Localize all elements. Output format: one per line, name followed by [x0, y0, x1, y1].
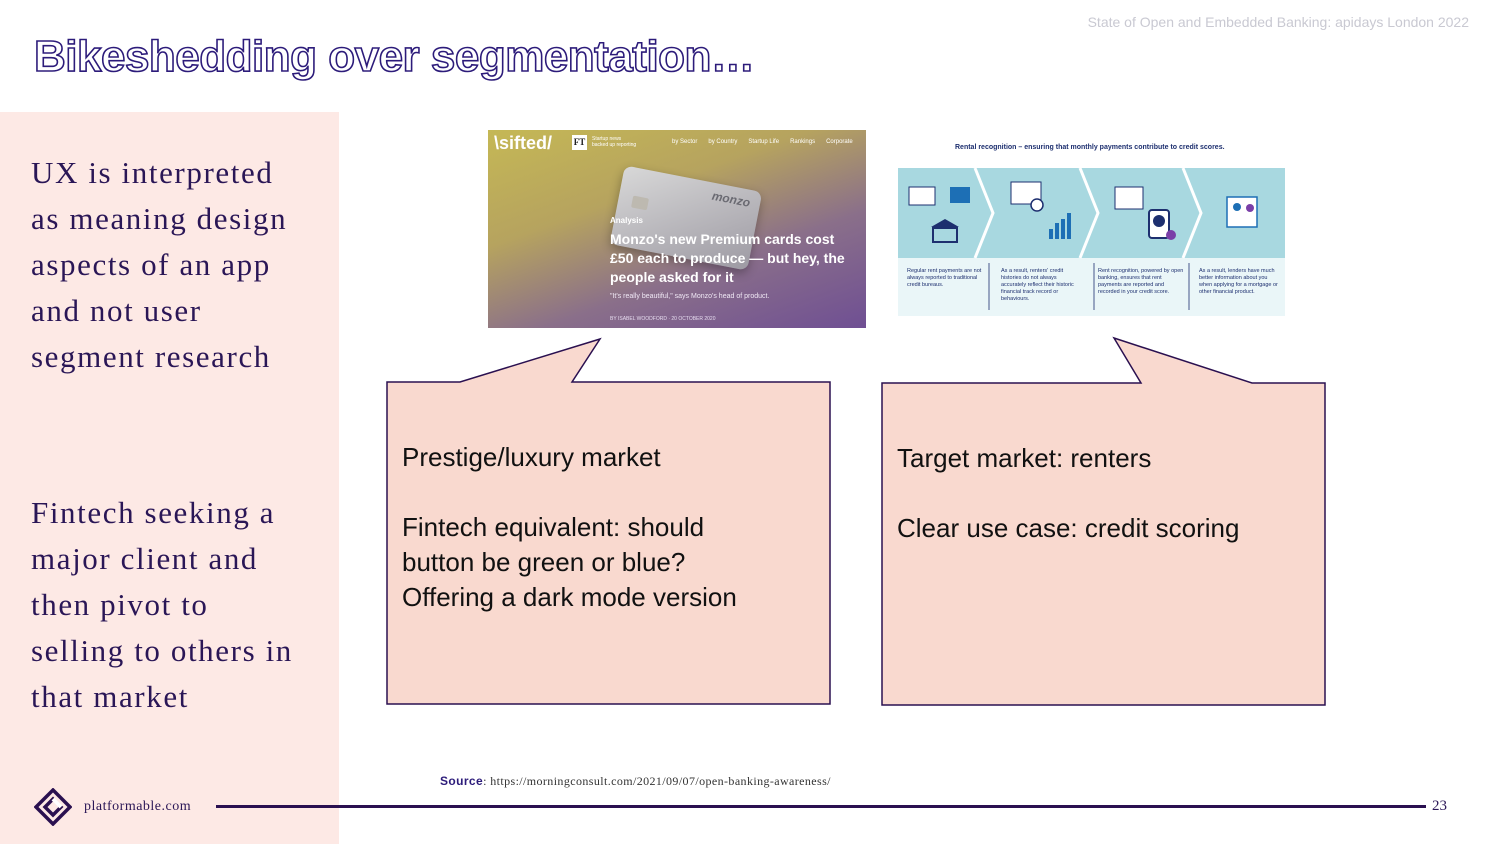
footer-rule [216, 805, 1426, 808]
sifted-tag: Analysis [610, 216, 643, 225]
footer-brand[interactable]: platformable.com [84, 799, 192, 814]
sifted-standfirst: "It's really beautiful," says Monzo's he… [610, 293, 770, 300]
platformable-logo-icon [34, 788, 72, 826]
callout-right-line: Clear use case: credit scoring [897, 513, 1240, 543]
callout-right-text: Target market: renters Clear use case: c… [897, 441, 1239, 546]
sifted-headline[interactable]: Monzo's new Premium cards cost £50 each … [610, 231, 845, 285]
callout-left-line: Fintech equivalent: should [402, 512, 705, 542]
phone-pound-icon [1114, 186, 1176, 240]
callout-spacer [897, 476, 1239, 511]
slide-title: Bikeshedding over segmentation… [33, 31, 756, 82]
sifted-nav-item[interactable]: Corporate [826, 139, 853, 145]
rental-heading: Rental recognition – ensuring that month… [955, 144, 1225, 151]
source-url[interactable]: : https://morningconsult.com/2021/09/07/… [483, 774, 831, 788]
step-chevron [1078, 167, 1100, 259]
callout-right-line: Target market: renters [897, 443, 1152, 473]
credit-chart-icon [1010, 181, 1071, 239]
rental-step-text: Rent recognition, powered by open bankin… [1098, 268, 1184, 295]
callout-spacer [402, 475, 737, 510]
rental-steps-diagram [898, 167, 1285, 316]
callout-left-line: Prestige/luxury market [402, 442, 661, 472]
sifted-logo: \sifted/ [494, 133, 553, 153]
bank-icon [908, 186, 970, 243]
step-chevron [973, 167, 995, 259]
sifted-nav-item[interactable]: Rankings [790, 139, 816, 145]
sidebar-panel [0, 112, 339, 844]
callout-left-line: button be green or blue? [402, 547, 686, 577]
sifted-partner-note: Startup news backed up reporting [592, 136, 637, 148]
lender-document-icon [1226, 196, 1258, 228]
step-chevron [1181, 167, 1203, 259]
rental-step-text: Regular rent payments are not always rep… [907, 268, 982, 288]
callout-left-line: Offering a dark mode version [402, 582, 737, 612]
rental-step-text: As a result, lenders have much better in… [1199, 268, 1278, 295]
callout-left-text: Prestige/luxury market Fintech equivalen… [402, 440, 737, 615]
sifted-byline: BY ISABEL WOODFORD · 20 OCTOBER 2020 [610, 316, 716, 322]
page-number: 23 [1432, 798, 1447, 814]
sidebar-paragraph-fintech: Fintech seeking a major client and then … [31, 495, 293, 714]
sifted-nav-item[interactable]: by Sector [672, 139, 698, 145]
ft-badge: FT [572, 135, 587, 150]
callout-left-shape [386, 337, 831, 705]
source-label: Source [440, 774, 484, 788]
source-citation: Source: https://morningconsult.com/2021/… [440, 774, 831, 789]
rental-band [898, 168, 1285, 258]
rental-lower-band [898, 258, 1285, 316]
sifted-article-screenshot: \sifted/ FT Startup news backed up repor… [488, 130, 866, 328]
header-event-note: State of Open and Embedded Banking: apid… [1087, 14, 1469, 30]
rental-recognition-screenshot: Rental recognition – ensuring that month… [897, 130, 1286, 318]
callout-right-shape [881, 336, 1326, 706]
sifted-nav: by Sector by Country Startup Life Rankin… [672, 139, 853, 145]
sifted-nav-item[interactable]: by Country [708, 139, 738, 145]
sidebar-paragraph-ux: UX is interpreted as meaning design aspe… [31, 155, 288, 374]
sifted-nav-item[interactable]: Startup Life [748, 139, 780, 145]
rental-step-text: As a result, renters' credit histories d… [1001, 268, 1074, 302]
